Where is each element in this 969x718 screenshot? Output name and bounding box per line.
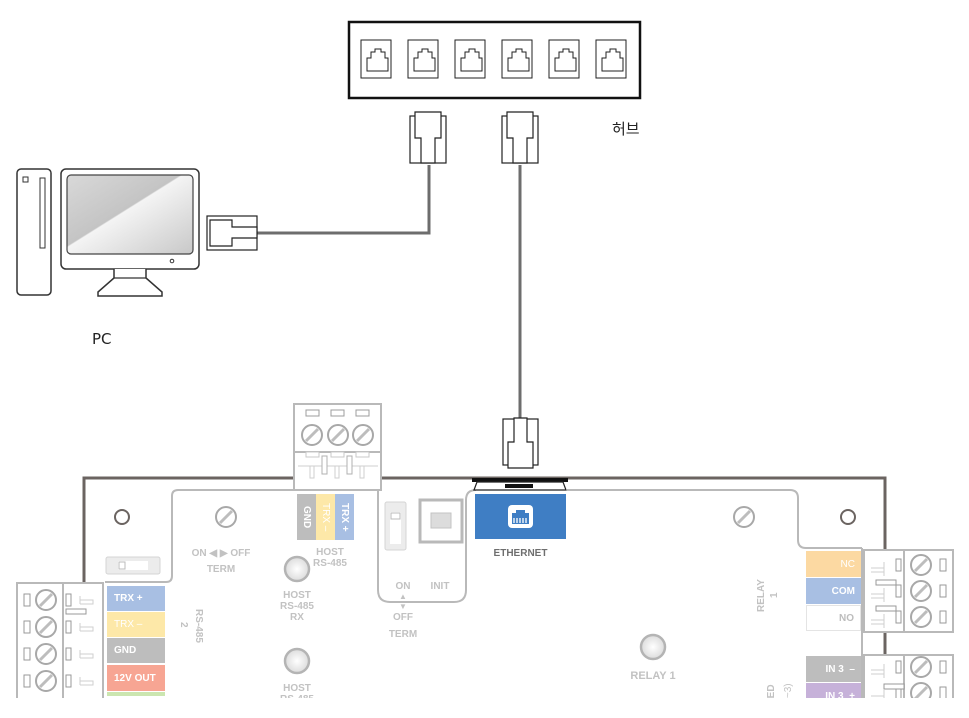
init-button[interactable] xyxy=(418,498,464,544)
terminal-rs485-2-gnd: GND xyxy=(107,638,165,663)
hub-port-4 xyxy=(501,39,533,79)
host-rs485-rx-label: HOST RS-485 RX xyxy=(280,590,314,623)
hub-port-5 xyxy=(548,39,580,79)
rj45-plug-ethernet xyxy=(502,417,539,469)
terminal-trx-plus-label: TRX + xyxy=(339,502,350,532)
pc-stand xyxy=(97,269,163,297)
cable-pc-hub xyxy=(256,165,431,235)
terminal-trx-plus xyxy=(335,494,354,540)
led-host-rs485-tx xyxy=(283,647,311,675)
mount-hole-left xyxy=(114,509,130,525)
terminal-gnd xyxy=(297,494,316,540)
terminal-trx-minus xyxy=(316,494,335,540)
init-label: INIT xyxy=(430,581,450,592)
screw-left xyxy=(214,505,238,529)
hub-port-6 xyxy=(595,39,627,79)
rj45-plug-controller-side xyxy=(501,111,539,164)
hub-port-2 xyxy=(407,39,439,79)
terminal-rs485-2-next xyxy=(107,692,165,696)
term-switch-center-label: ON ▲▼ OFF TERM xyxy=(388,581,418,640)
bottom-crop-area xyxy=(0,698,969,718)
rs485-2-label: RS-485 xyxy=(193,609,204,643)
terminal-in3-minus: IN 3 – xyxy=(806,656,861,682)
pc-screen xyxy=(66,174,194,255)
inner-panel-outline xyxy=(105,489,293,583)
terminal-rs485-2-trx-minus: TRX – xyxy=(107,612,165,637)
rj45-plug-pc xyxy=(206,215,258,251)
relay-label: RELAY xyxy=(756,579,767,613)
terminal-rs485-2-12v-out: 12V OUT xyxy=(107,665,165,691)
terminal-gnd-label: GND xyxy=(301,505,312,529)
hub-body xyxy=(347,20,642,100)
terminal-rs485-2-trx-plus: TRX + xyxy=(107,586,165,611)
hub-label: 허브 xyxy=(612,120,640,138)
relay-number: 1 xyxy=(769,592,780,598)
pc-label: PC xyxy=(92,330,112,348)
host-rs485-label: HOST RS-485 xyxy=(313,547,347,569)
relay-1-led-label: RELAY 1 xyxy=(630,670,676,682)
screw-right xyxy=(732,505,756,529)
terminal-trx-minus-label: TRX – xyxy=(320,502,331,532)
mount-hole-right xyxy=(840,509,856,525)
relay-1-terminal-block xyxy=(863,549,954,633)
ethernet-label: ETHERNET xyxy=(493,548,548,559)
terminal-relay-no: NO xyxy=(806,605,861,631)
led-relay-1 xyxy=(639,633,667,661)
term-switch-left-label: ON ◀ ▶ OFF TERM xyxy=(191,548,251,575)
pc-tower xyxy=(16,168,52,296)
terminal-relay-nc: NC xyxy=(806,551,861,577)
ethernet-icon xyxy=(508,505,533,528)
hub-port-1 xyxy=(360,39,392,79)
led-host-rs485-rx xyxy=(283,555,311,583)
rs485-2-number: 2 xyxy=(178,622,189,628)
hub-port-3 xyxy=(454,39,486,79)
terminal-relay-com: COM xyxy=(806,578,861,604)
pc xyxy=(16,168,258,297)
rj45-plug-pc-side xyxy=(409,111,447,164)
host-rs485-terminal-block xyxy=(293,403,382,491)
hub xyxy=(347,20,642,100)
cables xyxy=(256,165,522,418)
rs485-2-terminal-block xyxy=(16,582,104,718)
